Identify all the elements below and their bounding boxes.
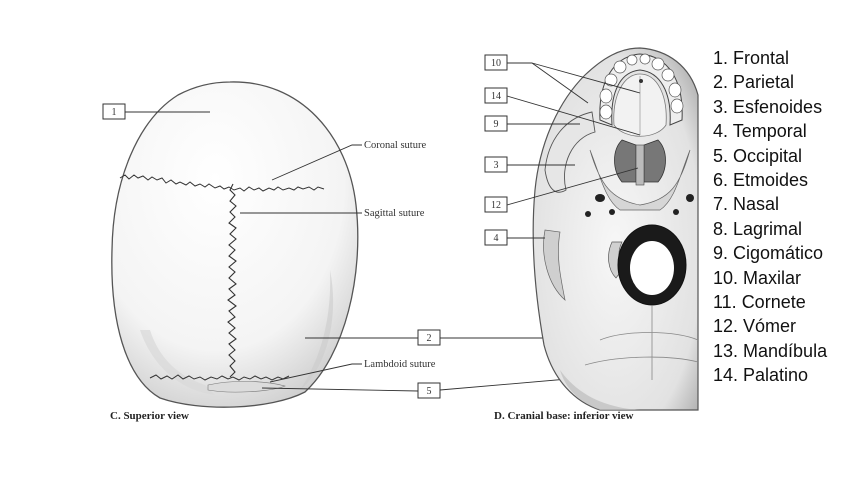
occipital-shading bbox=[140, 330, 215, 395]
teeth bbox=[599, 53, 684, 120]
legend-item: 8. Lagrimal bbox=[713, 218, 803, 239]
callout-vomer: 12 bbox=[484, 167, 639, 213]
coronal-suture-line bbox=[119, 174, 325, 192]
legend-item: 10. Maxilar bbox=[713, 267, 802, 288]
callout-parietal: 2 bbox=[305, 329, 548, 346]
legend-item: 11. Cornete bbox=[713, 292, 806, 313]
callout-frontal: 1 bbox=[102, 103, 210, 120]
legend-item: 7. Nasal bbox=[713, 194, 780, 215]
callout-label-1: 1 bbox=[112, 107, 117, 118]
callout-label-9: 9 bbox=[494, 119, 499, 130]
caption-superior-view: C. Superior view bbox=[110, 410, 189, 422]
legend-item: 14. Palatino bbox=[713, 365, 809, 386]
callout-box-10 bbox=[484, 54, 508, 71]
zygomatic-arch bbox=[544, 111, 596, 193]
sphenoid-region bbox=[589, 149, 691, 211]
legend-item: 2. Parietal bbox=[713, 72, 795, 93]
callout-label-3: 3 bbox=[494, 160, 499, 171]
inferior-view-skull bbox=[532, 47, 699, 411]
skull-outline bbox=[111, 81, 359, 408]
superior-view-skull bbox=[111, 81, 359, 408]
lambdoid-suture-label: Lambdoid suture bbox=[364, 359, 436, 370]
callout-leader-5a bbox=[261, 387, 419, 392]
legend-item: 5. Occipital bbox=[713, 145, 803, 166]
foramina bbox=[585, 194, 694, 217]
sagittal-suture-line bbox=[227, 183, 237, 378]
callout-leader-10b bbox=[531, 62, 589, 104]
callout-label-4: 4 bbox=[494, 233, 499, 244]
lambdoid-suture-line bbox=[149, 374, 290, 381]
legend-item: 12. Vómer bbox=[713, 316, 797, 337]
callout-palatino: 14 bbox=[484, 87, 641, 136]
legend-item: 1. Frontal bbox=[713, 48, 790, 68]
callout-box-4 bbox=[484, 229, 508, 246]
legend-item: 6. Etmoides bbox=[713, 170, 809, 191]
occipital-fragment bbox=[207, 381, 286, 393]
occipital-crest bbox=[584, 305, 699, 380]
callout-maxilar: 10 bbox=[484, 54, 641, 104]
callout-label-2: 2 bbox=[427, 333, 432, 344]
suture-label-lambdoid: Lambdoid suture bbox=[269, 359, 436, 383]
callout-box-9 bbox=[484, 115, 508, 132]
callout-cigomatico: 9 bbox=[484, 115, 580, 132]
lambdoid-leader bbox=[269, 363, 362, 383]
coronal-leader bbox=[271, 144, 362, 181]
callout-label-5: 5 bbox=[427, 386, 432, 397]
legend-item: 9. Cigomático bbox=[713, 243, 824, 264]
callout-label-10: 10 bbox=[491, 58, 501, 69]
suture-label-sagittal: Sagittal suture bbox=[240, 208, 425, 219]
temporal-region bbox=[543, 229, 566, 301]
incisive-foramen bbox=[639, 79, 643, 83]
callout-box-14 bbox=[484, 87, 508, 104]
suture-label-coronal: Coronal suture bbox=[271, 140, 426, 181]
callout-label-12: 12 bbox=[491, 200, 501, 211]
foramen-magnum-highlight bbox=[630, 241, 674, 295]
choanae-left bbox=[614, 139, 637, 183]
bone-legend: 1. Frontal 2. Parietal 3. Esfenoides 4. … bbox=[713, 46, 827, 388]
callout-label-14: 14 bbox=[491, 91, 501, 102]
callout-box-3 bbox=[484, 156, 508, 173]
lateral-shading bbox=[300, 270, 334, 390]
vomer bbox=[635, 144, 645, 186]
sagittal-suture-label: Sagittal suture bbox=[364, 208, 425, 219]
callout-leader-10c bbox=[531, 62, 641, 94]
callout-box-5 bbox=[417, 382, 441, 399]
choanae-right bbox=[643, 139, 666, 183]
legend-item: 13. Mandíbula bbox=[713, 340, 828, 361]
legend-item: 3. Esfenoides bbox=[713, 96, 823, 117]
callout-box-1 bbox=[102, 103, 126, 120]
callout-temporal: 4 bbox=[484, 229, 545, 246]
coronal-suture-label: Coronal suture bbox=[364, 140, 426, 151]
callout-box-12 bbox=[484, 196, 508, 213]
legend-item: 4. Temporal bbox=[713, 121, 807, 142]
callout-esfenoides: 3 bbox=[484, 156, 575, 173]
callout-leader-14 bbox=[506, 95, 641, 136]
callout-leader-12 bbox=[506, 167, 639, 206]
lower-occipital-shading bbox=[560, 370, 640, 410]
caption-inferior-view: D. Cranial base: inferior view bbox=[494, 410, 634, 422]
callout-box-2 bbox=[417, 329, 441, 346]
